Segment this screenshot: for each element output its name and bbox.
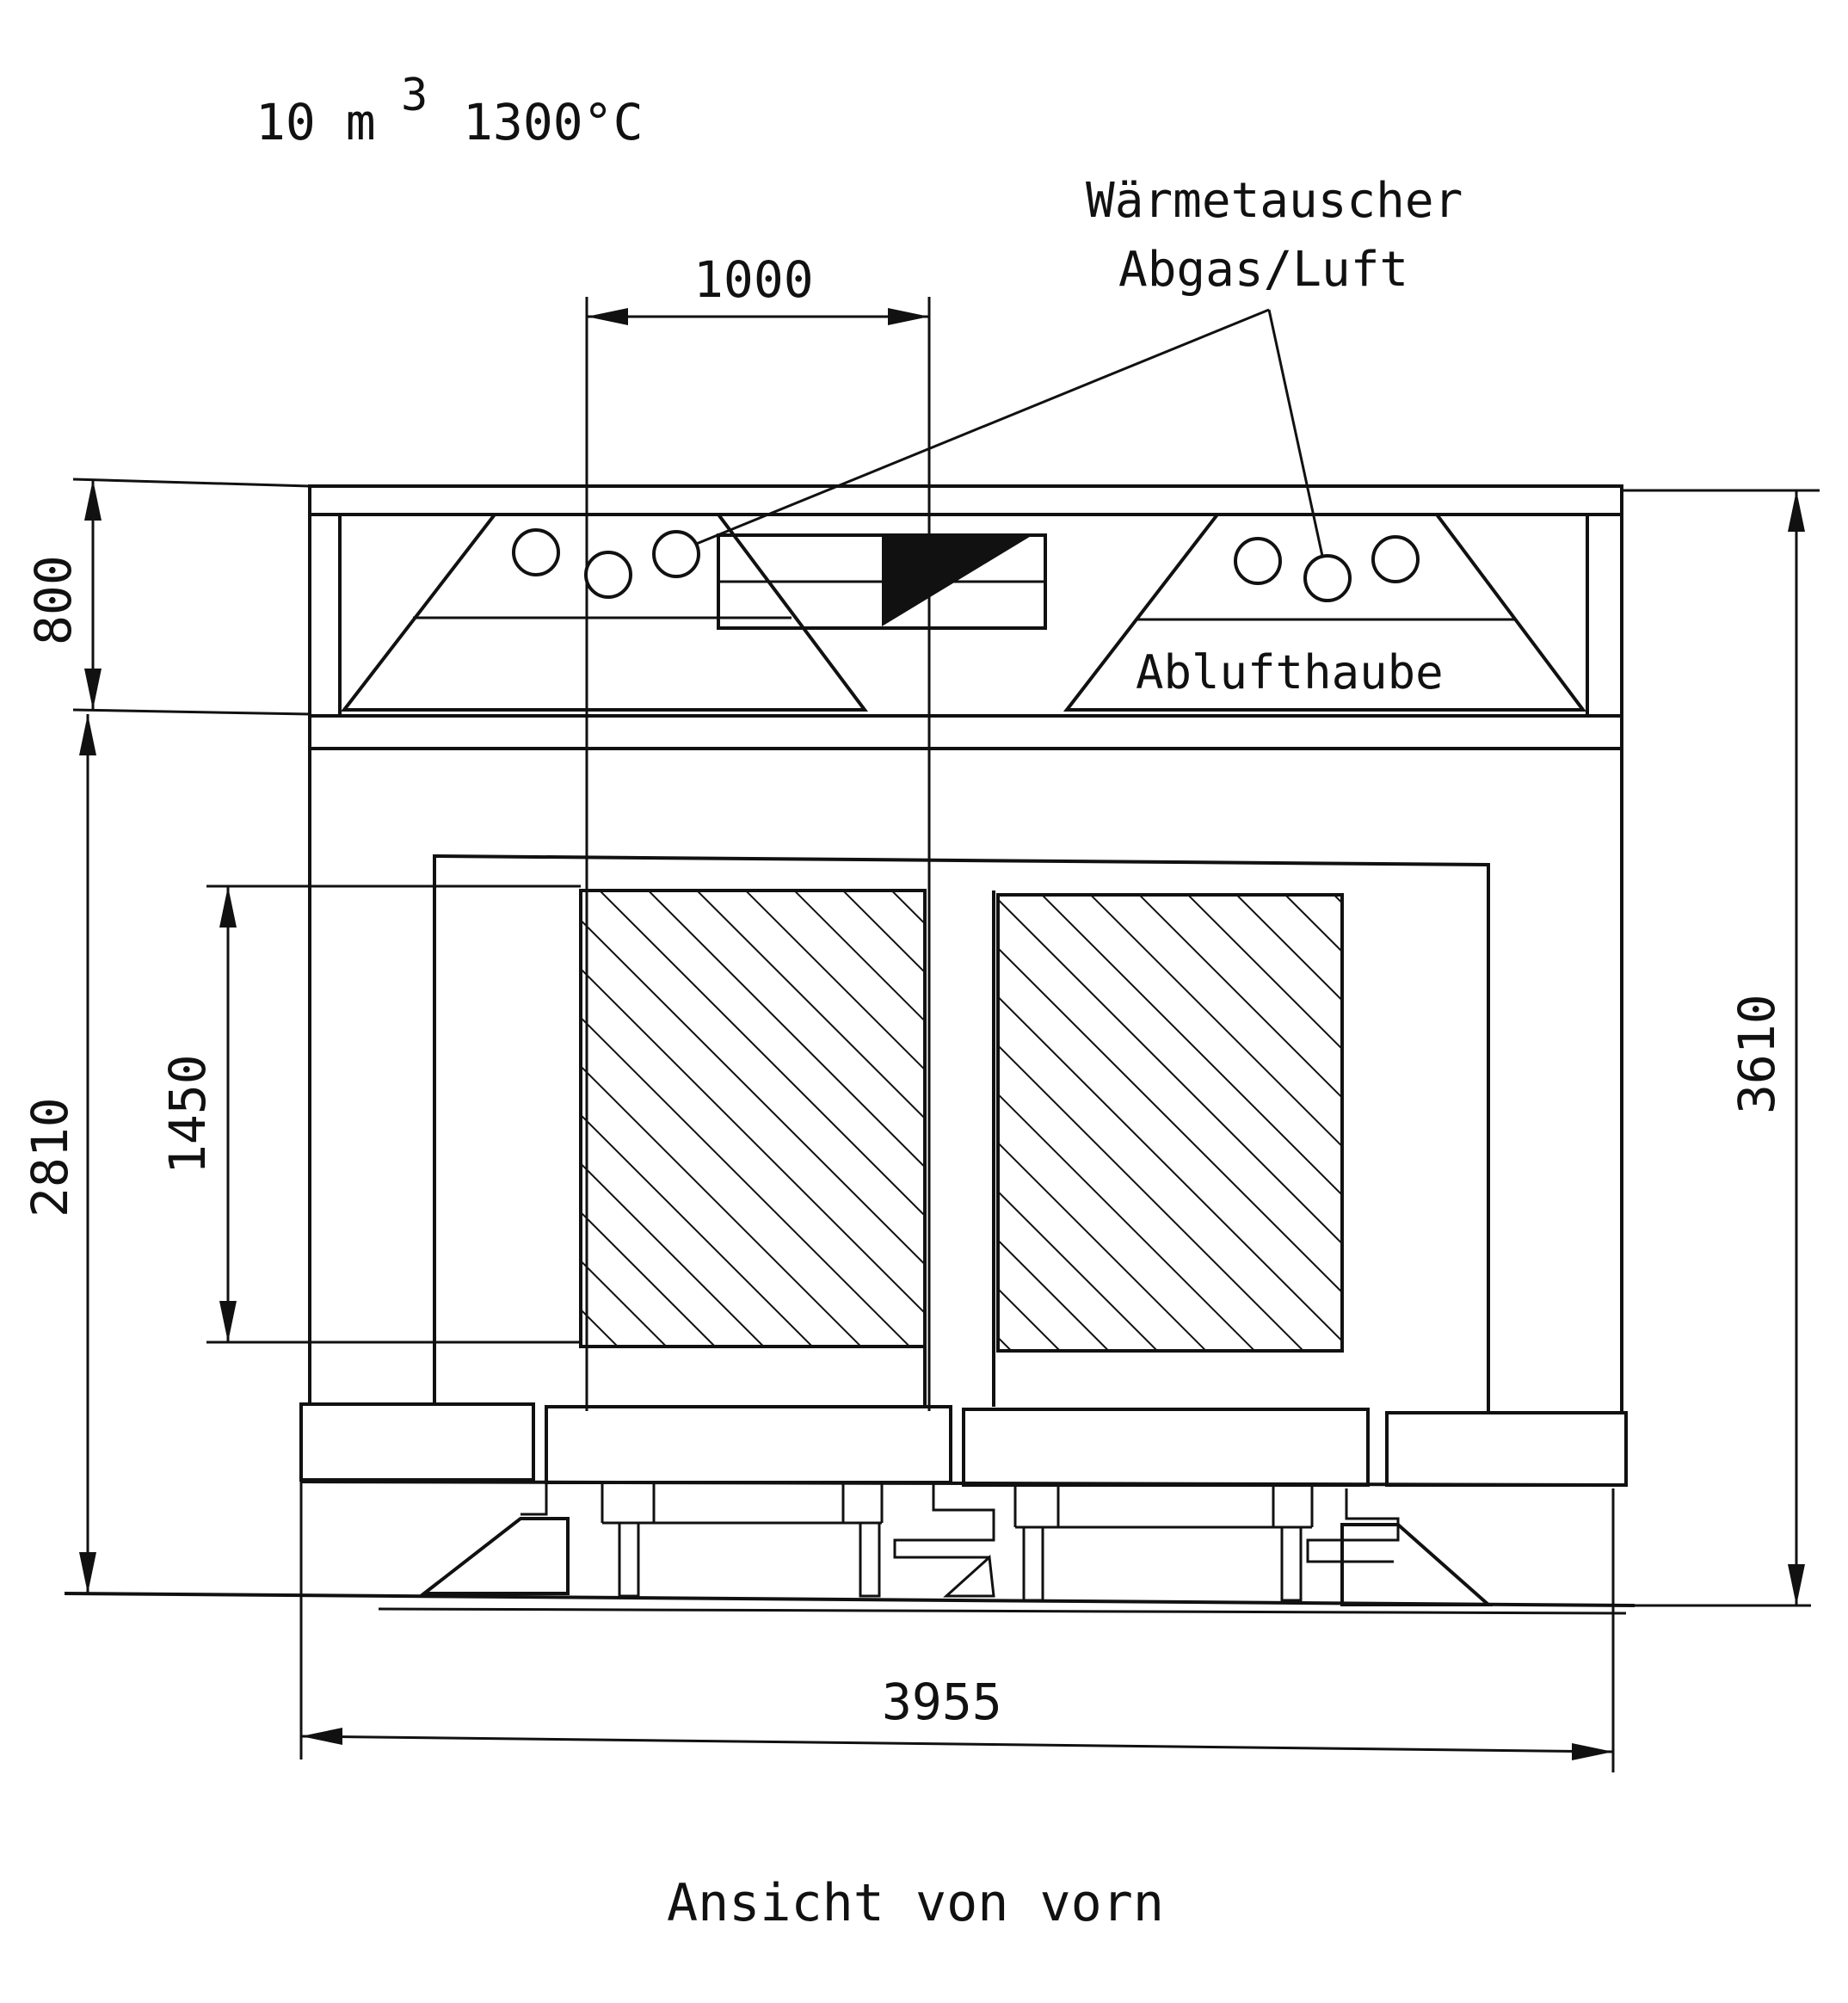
arrowhead [84,669,102,710]
leader-line-left [679,308,1270,552]
arrowhead [1572,1743,1613,1760]
damper-icon [882,535,1032,626]
dimension-label-total-width: 3955 [882,1673,1002,1731]
furnace-car [64,1402,1635,1615]
support-ramp-left [419,1517,570,1595]
heat-exchanger-label-line2: Abgas/Luft [1118,242,1408,298]
leader-line-right [1267,309,1327,569]
extension-line [72,478,311,488]
arrowhead [1788,1564,1805,1605]
car-segment [545,1405,952,1484]
wheel-leg [859,1521,881,1598]
exchanger-tube-icon [1234,537,1282,585]
arrowhead [587,308,628,325]
hood-trapezoid-right [1063,513,1586,712]
dimension-label-top-width: 1000 [693,250,814,309]
title-volume: 10 m [256,93,376,151]
arrowhead [888,308,929,325]
heat-exchanger-label: Wärmetauscher Abgas/Luft [679,173,1463,569]
dimension-right: 3610 [1622,489,1820,1607]
chamber-left [579,889,927,1348]
arrowhead [79,714,96,755]
arrowhead [84,479,102,521]
exchanger-tube-icon [1303,554,1352,602]
furnace-body [308,749,1623,1411]
arrowhead [219,1301,237,1342]
title-exponent: 3 [401,70,428,121]
dimension-label-hood: 800 [24,555,83,645]
exhaust-hood-label: Ablufthaube [1136,645,1444,700]
support-ramp-right [1340,1523,1494,1606]
dimension-chamber: 1450 [158,884,581,1344]
dimension-label-body: 2810 [21,1097,79,1217]
exchanger-tube-icon [652,530,700,578]
view-caption: Ansicht von vorn [667,1873,1164,1933]
hood-trapezoid-left [340,513,868,712]
dimension-left: 800 2810 [21,478,311,1593]
car-segment [1385,1411,1628,1487]
dimension-line-total-width [300,1735,1614,1753]
dimension-label-total-height: 3610 [1728,994,1786,1114]
extension-line [72,708,311,716]
title-block: 10 m 3 1300°C [256,70,644,151]
dimension-bottom: 3955 [299,1480,1615,1772]
door-frame [433,854,1490,1411]
car-bottom-line [300,1480,1627,1487]
car-segment [962,1408,1370,1487]
wheel-leg [1022,1525,1044,1602]
wheel-leg [618,1521,640,1598]
exchanger-tube-icon [512,528,560,576]
heat-exchanger-label-line1: Wärmetauscher [1086,173,1463,229]
arrowhead [219,886,237,928]
ground-line [64,1592,1635,1607]
wheel-leg [1280,1525,1303,1602]
exhaust-hood: Ablufthaube [308,484,1623,750]
drive-mechanism [521,1480,548,1516]
drive-mechanism [1306,1488,1400,1563]
title-temperature: 1300°C [463,93,644,151]
car-segment [299,1402,535,1482]
exchanger-tube-icon [1371,535,1420,583]
drive-wedge [943,1554,995,1598]
exchanger-tube-icon [584,551,632,599]
dimension-label-chamber: 1450 [158,1054,217,1174]
arrowhead [79,1552,96,1593]
arrowhead [301,1728,342,1745]
chamber-right [996,893,1344,1353]
floor-line [378,1607,1627,1615]
drive-mechanism [893,1482,995,1559]
hood-outer-frame [308,484,1623,750]
arrowhead [1788,490,1805,532]
